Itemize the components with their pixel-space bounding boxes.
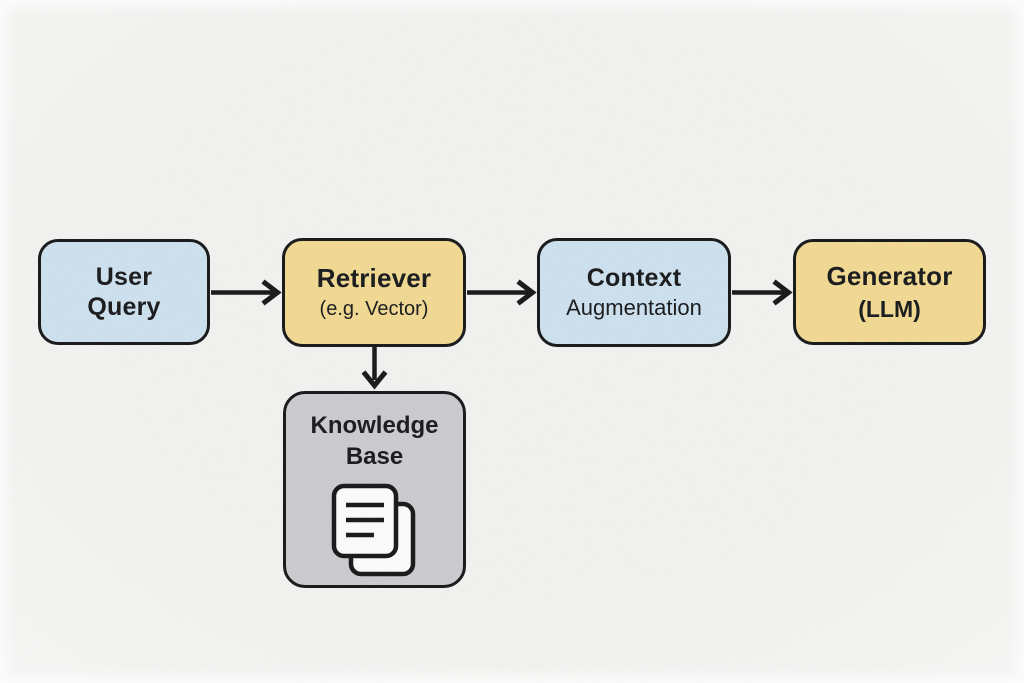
node-user-query-label-line2: Query [87,293,161,321]
node-retriever-sublabel: (e.g. Vector) [319,298,429,321]
node-knowledge-base-label-line1: Knowledge [310,412,439,439]
arrow-user-query-to-retriever [211,279,282,306]
documents-icon [331,484,415,577]
arrow-retriever-to-knowledge-base [361,346,388,390]
node-user-query: User Query [38,239,210,345]
node-context-augmentation-label: Context [586,264,682,293]
arrow-context-augmentation-to-generator [732,279,793,306]
node-context-augmentation-sublabel: Augmentation [566,294,702,320]
node-user-query-label-line1: User [95,262,153,291]
node-retriever: Retriever (e.g. Vector) [282,238,466,347]
node-retriever-label: Retriever [316,263,432,294]
node-generator: Generator (LLM) [793,239,986,345]
node-generator-sublabel: (LLM) [858,295,921,322]
node-knowledge-base-label-line2: Base [345,443,404,471]
node-knowledge-base: Knowledge Base [283,391,466,588]
arrow-retriever-to-context-augmentation [467,279,537,306]
node-generator-label: Generator [826,261,953,292]
node-context-augmentation: Context Augmentation [537,238,731,347]
